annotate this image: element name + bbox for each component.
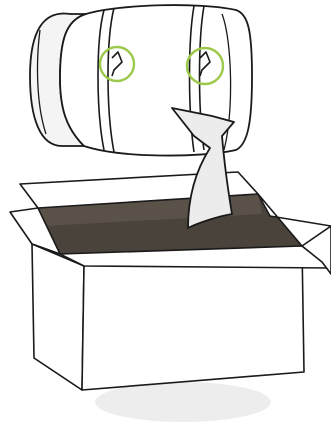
strap-clip-icon — [111, 51, 123, 77]
lift-arrow-icon — [171, 107, 235, 229]
strap-left-inner — [107, 7, 115, 153]
highlight-circle-left — [98, 45, 136, 83]
box-front-face — [31, 243, 85, 391]
box-edge — [31, 243, 61, 255]
strap-clip-icon — [199, 51, 211, 77]
box-flap-front — [59, 245, 331, 269]
box-flap-right — [301, 225, 331, 275]
package-fold-line — [36, 29, 47, 135]
floor-shadow — [95, 382, 271, 422]
highlight-circle-right — [185, 46, 225, 86]
package-right-bulge — [221, 13, 232, 151]
strap-left — [97, 9, 105, 151]
open-cardboard-box-icon — [9, 171, 331, 391]
box-flap-back-right — [257, 193, 331, 247]
